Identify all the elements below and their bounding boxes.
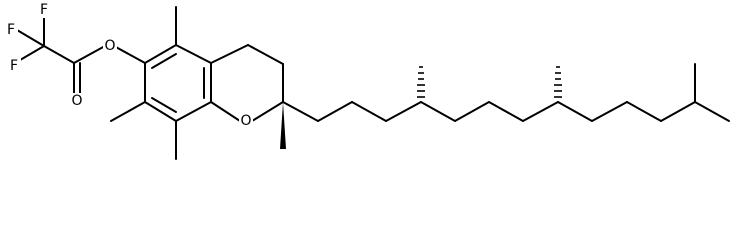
bond-aryl-c8-c7 (144, 101, 177, 122)
label-bg-o-ring (239, 113, 253, 129)
stereo-hash-c4prime (417, 66, 425, 98)
bond-c4-c3 (247, 44, 284, 65)
bond-c2-ring-o (251, 101, 284, 122)
bond-aryl-inner-1 (151, 53, 177, 69)
bond-cf3-carbonyl (43, 45, 75, 64)
bond-side-6 (454, 101, 490, 122)
label-bg-f1 (37, 2, 51, 18)
bond-c4a-c4 (210, 44, 249, 64)
atom-label-o-ring: O (240, 113, 251, 129)
bond-side-13 (694, 101, 730, 122)
atom-label-o-ester: O (104, 38, 115, 54)
stereo-wedge-c2-methyl (280, 102, 286, 149)
atom-label-f3: F (7, 22, 15, 38)
bond-side-1 (282, 101, 319, 122)
atom-label-o-carbonyl: O (71, 93, 82, 109)
bond-ester-o-aryl (113, 45, 146, 64)
bond-side-2 (317, 101, 353, 122)
bond-carbonyl-ester-o (73, 45, 106, 64)
atom-label-f1: F (40, 2, 48, 18)
bond-side-4 (385, 101, 422, 122)
bond-side-9 (557, 101, 593, 122)
bond-ring-o-c8a (210, 101, 241, 122)
bond-aryl-c6-c5 (144, 44, 177, 64)
bond-c7-methyl (110, 101, 146, 122)
bond-side-12 (660, 101, 696, 122)
bond-side-3 (351, 101, 387, 122)
structure-svg: F F F O O O (4, 2, 730, 160)
label-bg-f2 (7, 58, 21, 74)
label-bg-f3 (4, 22, 18, 38)
bond-side-10 (591, 101, 628, 122)
bond-cf3-f3 (16, 29, 45, 47)
label-bg-o-ester (103, 38, 117, 54)
bond-aryl-c8a-c8 (175, 101, 212, 122)
bond-side-5 (420, 101, 456, 122)
chemical-structure-figure: F F F O O O (4, 2, 730, 160)
bond-side-7 (488, 101, 524, 122)
bond-aryl-c5-c4a (175, 44, 212, 64)
bond-aryl-inner-3 (151, 97, 177, 113)
bond-side-11 (626, 101, 662, 122)
stereo-hash-c8prime (554, 66, 562, 98)
bond-side-8 (522, 101, 559, 122)
label-bg-o-carbonyl (70, 93, 84, 109)
atom-label-f2: F (10, 58, 18, 74)
